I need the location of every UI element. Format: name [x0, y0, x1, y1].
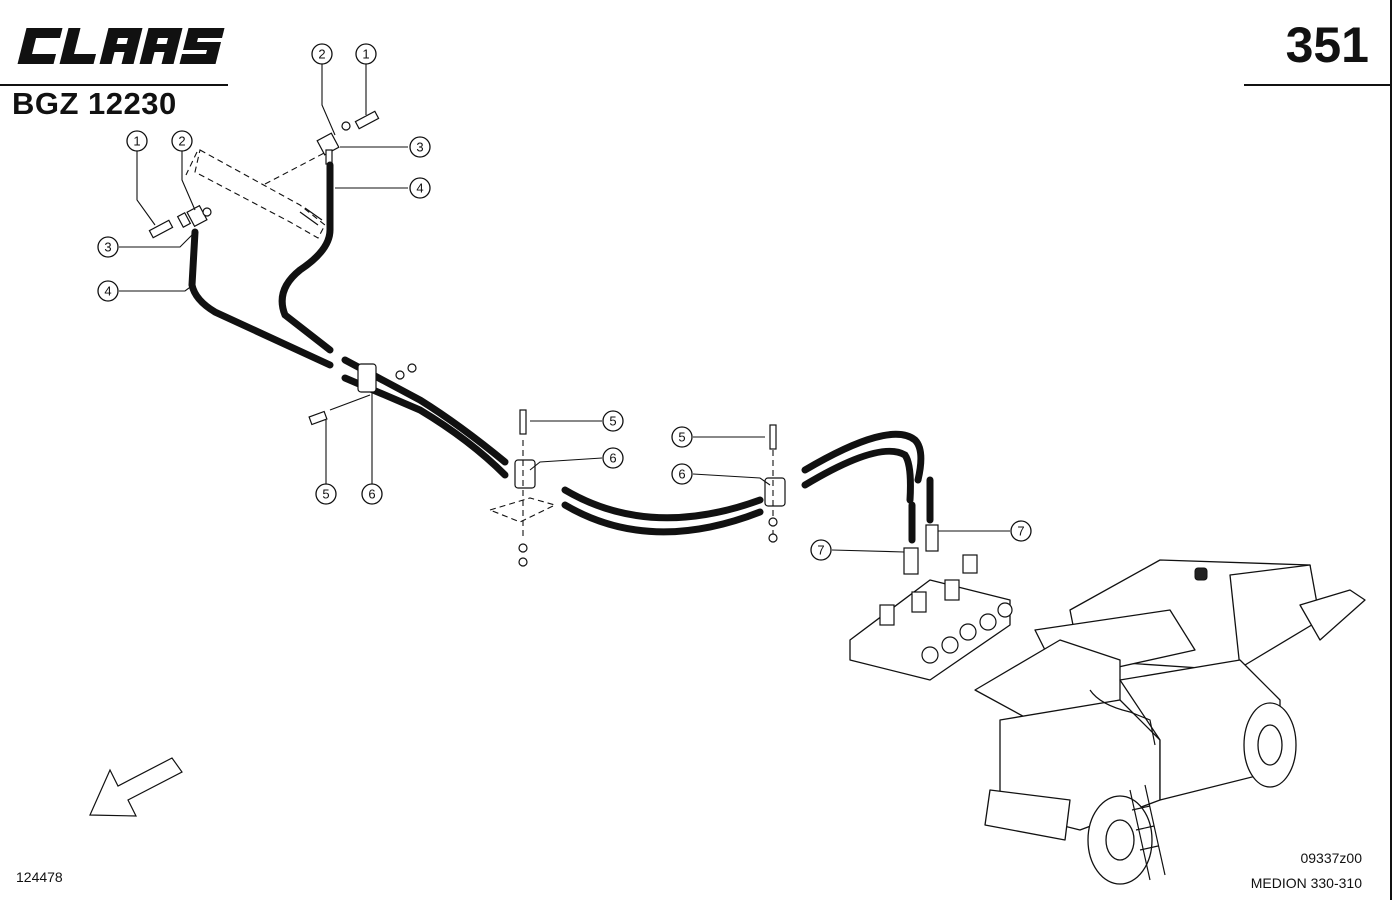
- sheet-code: 124478: [16, 869, 63, 885]
- fitting-group-upper-left: [148, 204, 212, 239]
- fitting-group-upper-right: [316, 110, 380, 165]
- callout-2a: 2: [171, 130, 193, 152]
- hose-middle: [341, 356, 934, 544]
- direction-arrow-icon: [89, 757, 183, 817]
- document-code: BGZ 12230: [12, 86, 177, 121]
- callout-5a: 5: [315, 483, 337, 505]
- callout-5c: 5: [671, 426, 693, 448]
- hose-right: [278, 161, 334, 354]
- clamp-1: [308, 363, 417, 426]
- callout-2b: 2: [311, 43, 333, 65]
- callout-6b: 6: [602, 447, 624, 469]
- callout-4b: 4: [409, 177, 431, 199]
- callout-4a: 4: [97, 280, 119, 302]
- combine-harvester: [974, 559, 1366, 885]
- header-left-rule: [0, 84, 228, 86]
- valve-block: [849, 524, 1013, 681]
- svg-text:6: 6: [368, 487, 375, 502]
- svg-text:3: 3: [416, 140, 423, 155]
- svg-text:6: 6: [609, 451, 616, 466]
- callout-7a: 7: [810, 539, 832, 561]
- svg-text:5: 5: [322, 487, 329, 502]
- drawing-reference: 09337z00: [1300, 850, 1362, 866]
- svg-text:7: 7: [1017, 524, 1024, 539]
- reference-cylinder: [185, 149, 331, 239]
- right-border: [1390, 0, 1392, 900]
- svg-text:4: 4: [104, 284, 111, 299]
- machine-model: MEDION 330-310: [1250, 875, 1362, 891]
- callout-6c: 6: [671, 463, 693, 485]
- svg-text:5: 5: [609, 414, 616, 429]
- svg-text:1: 1: [362, 47, 369, 62]
- clamp-2: [488, 409, 557, 567]
- callout-3b: 3: [409, 136, 431, 158]
- callout-6a: 6: [361, 483, 383, 505]
- svg-text:4: 4: [416, 181, 423, 196]
- header-right-rule: [1244, 84, 1390, 86]
- callout-5b: 5: [602, 410, 624, 432]
- callout-7b: 7: [1010, 520, 1032, 542]
- page-number: 351: [1285, 17, 1369, 73]
- svg-text:1: 1: [133, 134, 140, 149]
- callout-1a: 1: [126, 130, 148, 152]
- svg-text:2: 2: [178, 134, 185, 149]
- claas-logo: [17, 28, 225, 64]
- svg-text:7: 7: [817, 543, 824, 558]
- callout-3a: 3: [97, 236, 119, 258]
- svg-text:3: 3: [104, 240, 111, 255]
- hose-left: [188, 228, 334, 369]
- leader-lines: [119, 64, 1010, 553]
- callout-1b: 1: [355, 43, 377, 65]
- svg-text:5: 5: [678, 430, 685, 445]
- svg-text:2: 2: [318, 47, 325, 62]
- svg-text:6: 6: [678, 467, 685, 482]
